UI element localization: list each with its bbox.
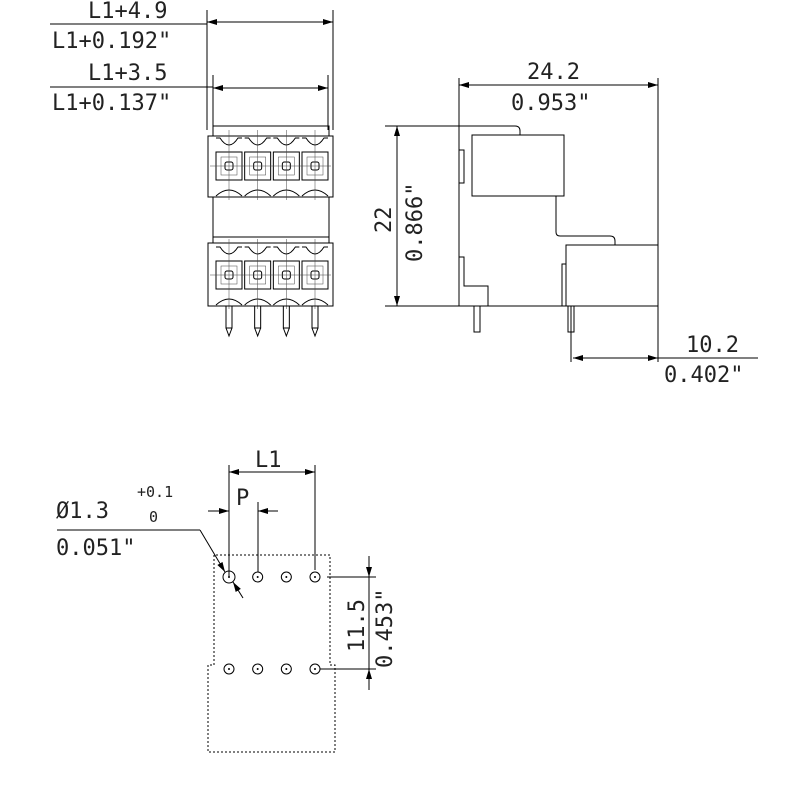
length-label: L1	[255, 448, 282, 473]
front-dim-inner: L1+3.5 L1+0.137"	[50, 61, 329, 130]
pole-terminal	[244, 239, 272, 309]
tolerance-minus: 0	[149, 508, 158, 526]
pole-terminal	[215, 239, 243, 309]
pole-terminal	[244, 130, 272, 200]
footprint-dim-hole: Ø1.3 +0.1 0 0.051"	[56, 483, 244, 599]
pole-terminal	[272, 130, 300, 200]
pin	[311, 305, 319, 338]
pin	[282, 305, 290, 338]
pcb-hole	[252, 663, 264, 675]
pcb-hole	[223, 663, 235, 675]
footprint-dim-rows: 11.5 0.453"	[320, 556, 398, 690]
footprint-dim-length: L1	[228, 448, 316, 577]
tolerance-plus: +0.1	[137, 483, 173, 501]
pcb-footprint	[207, 554, 336, 753]
width-mm: 24.2	[527, 60, 580, 85]
dim-outer-in: L1+0.192"	[52, 29, 171, 54]
pcb-hole	[309, 663, 321, 675]
hole-diameter: Ø1.3	[56, 499, 109, 524]
pcb-hole	[252, 571, 264, 583]
dim-inner-in: L1+0.137"	[52, 91, 171, 116]
side-dim-offset: 10.2 0.402"	[573, 333, 758, 388]
side-view-connector	[385, 78, 659, 362]
pole-terminal	[301, 130, 329, 200]
pole-terminal	[215, 130, 243, 200]
row-spacing-in: 0.453"	[373, 589, 398, 668]
dim-outer-mm: L1+4.9	[88, 0, 167, 24]
pole-terminal	[272, 239, 300, 309]
pcb-hole	[280, 571, 292, 583]
pcb-hole	[280, 663, 292, 675]
offset-mm: 10.2	[686, 333, 739, 358]
offset-in: 0.402"	[664, 363, 743, 388]
side-dim-width: 24.2 0.953"	[459, 60, 658, 116]
footprint-dim-pitch: P	[208, 486, 278, 572]
front-dim-outer: L1+4.9 L1+0.192"	[50, 0, 334, 130]
width-in: 0.953"	[511, 91, 590, 116]
pin	[225, 305, 233, 338]
row-spacing-mm: 11.5	[345, 599, 370, 652]
pole-terminal	[301, 239, 329, 309]
pin	[254, 305, 262, 338]
front-view-connector	[207, 125, 334, 338]
height-in: 0.866"	[403, 183, 428, 262]
pcb-hole	[309, 571, 321, 583]
dim-inner-mm: L1+3.5	[88, 61, 167, 86]
height-mm: 22	[372, 207, 397, 234]
pitch-label: P	[236, 486, 249, 511]
hole-diameter-in: 0.051"	[56, 536, 135, 561]
side-dim-height: 22 0.866"	[372, 126, 428, 306]
